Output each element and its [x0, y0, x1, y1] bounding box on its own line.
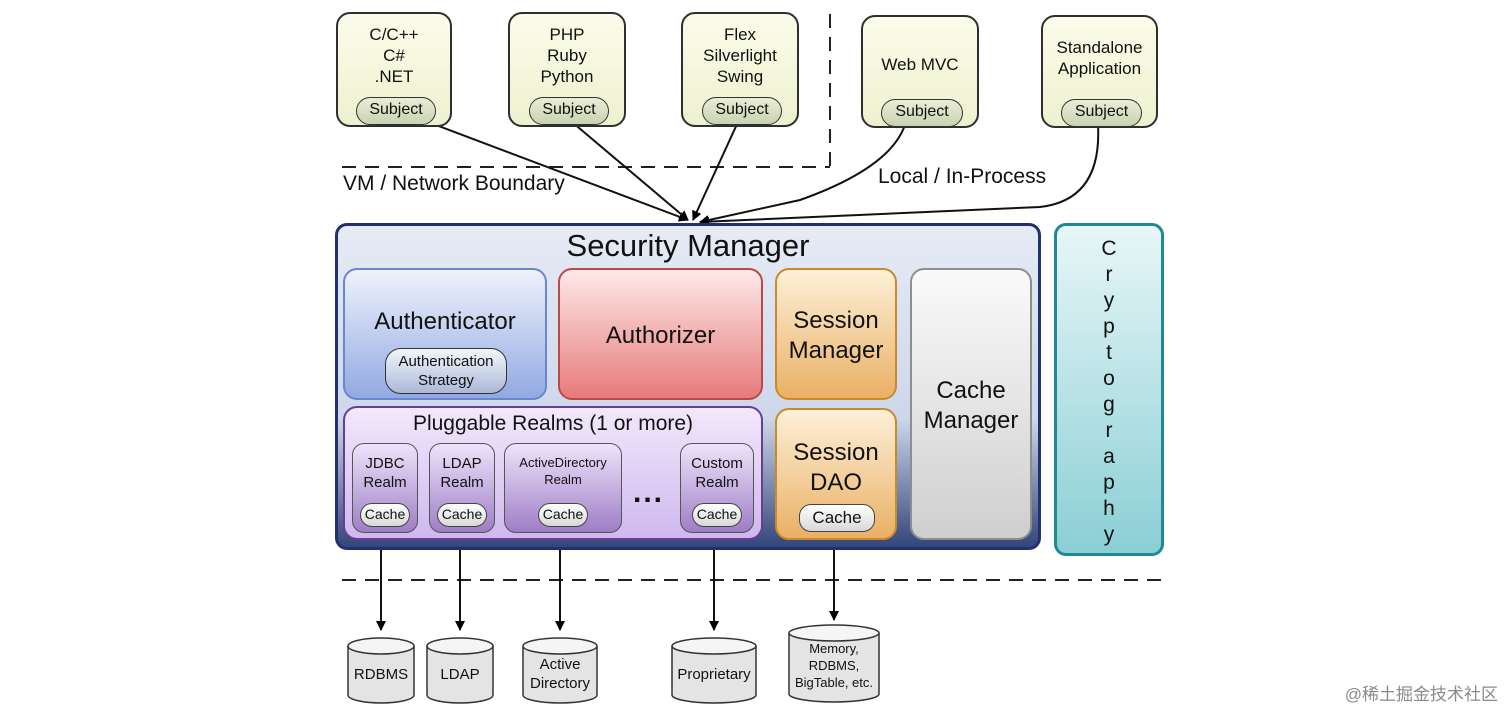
realm-label: ActiveDirectory Realm: [519, 455, 607, 487]
arrow-client-5: [699, 124, 1100, 227]
realms-ellipsis: ...: [633, 476, 665, 509]
database-icon: [522, 637, 598, 704]
datastore-label: Active Directory: [529, 656, 590, 692]
datastore-rdbms: RDBMS: [347, 637, 415, 705]
authentication-strategy-pill: Authentication Strategy: [385, 348, 507, 394]
realm-label: Custom Realm: [691, 455, 743, 491]
datastore-label: RDBMS: [353, 666, 409, 683]
datastore-proprietary: Proprietary: [671, 637, 757, 705]
session-manager-label: Session Manager: [788, 307, 884, 364]
datastore-label: LDAP: [440, 666, 480, 683]
client-standalone-application: Standalone Application Subject: [1041, 15, 1158, 128]
cache-manager-label: Cache Manager: [923, 377, 1019, 434]
realm-ldap: LDAP Realm Cache: [429, 443, 495, 533]
realm-cache-pill: Cache: [538, 503, 588, 527]
session-dao-cache-pill: Cache: [799, 504, 875, 532]
client-arrows: [427, 121, 1100, 227]
client-label: Web MVC: [881, 55, 959, 74]
client-web-mvc: Web MVC Subject: [861, 15, 979, 128]
subject-pill: Subject: [356, 97, 436, 125]
authenticator-box: Authenticator Authentication Strategy: [343, 268, 547, 400]
arrow-client-3: [692, 121, 739, 221]
datastore-label: Proprietary: [677, 666, 751, 683]
session-manager-box: Session Manager: [775, 268, 897, 400]
session-dao-label: Session DAO: [793, 439, 879, 496]
realm-custom: Custom Realm Cache: [680, 443, 754, 533]
realm-label: LDAP Realm: [440, 455, 484, 491]
authorizer-label: Authorizer: [605, 322, 716, 349]
client-c-cpp-dotnet: C/C++ C# .NET Subject: [336, 12, 452, 127]
realm-jdbc: JDBC Realm Cache: [352, 443, 418, 533]
realm-activedirectory: ActiveDirectory Realm Cache: [504, 443, 622, 533]
realm-cache-pill: Cache: [692, 503, 742, 527]
database-icon: [788, 624, 880, 703]
realm-cache-pill: Cache: [360, 503, 410, 527]
realm-cache-pill: Cache: [437, 503, 487, 527]
local-inprocess-label: Local / In-Process: [878, 165, 1047, 188]
authorizer-box: Authorizer: [558, 268, 763, 400]
network-boundary-label: VM / Network Boundary: [343, 172, 565, 195]
datastore-ldap: LDAP: [426, 637, 494, 705]
realm-label: JDBC Realm: [363, 455, 407, 491]
subject-pill: Subject: [1061, 99, 1142, 127]
boundary-lines: [342, 14, 1165, 581]
subject-pill: Subject: [702, 97, 782, 125]
client-label: Standalone Application: [1056, 38, 1143, 78]
watermark: @稀土掘金技术社区: [1344, 685, 1498, 704]
client-php-ruby-python: PHP Ruby Python Subject: [508, 12, 626, 127]
datastore-active-directory: Active Directory: [522, 637, 598, 705]
session-dao-box: Session DAO Cache: [775, 408, 897, 540]
datastore-memory-rdbms-bigtable: Memory, RDBMS, BigTable, etc.: [788, 624, 880, 704]
client-label: PHP Ruby Python: [540, 25, 594, 86]
database-icon: [347, 637, 415, 704]
pluggable-realms-title: Pluggable Realms (1 or more): [412, 412, 694, 435]
pluggable-realms-box: Pluggable Realms (1 or more) JDBC Realm …: [343, 406, 763, 540]
subject-pill: Subject: [529, 97, 609, 125]
cache-manager-box: Cache Manager: [910, 268, 1032, 540]
arrow-client-2: [571, 121, 689, 221]
database-icon: [671, 637, 757, 704]
database-icon: [426, 637, 494, 704]
authenticator-label: Authenticator: [374, 308, 516, 335]
datastore-label: Memory, RDBMS, BigTable, etc.: [794, 641, 874, 690]
client-flex-silverlight-swing: Flex Silverlight Swing Subject: [681, 12, 799, 127]
arrow-client-1: [427, 121, 689, 222]
subject-pill: Subject: [881, 99, 963, 127]
client-label: C/C++ C# .NET: [369, 25, 419, 86]
client-label: Flex Silverlight Swing: [703, 25, 777, 86]
security-manager-title: Security Manager: [566, 228, 810, 263]
arrow-client-4: [699, 124, 906, 225]
